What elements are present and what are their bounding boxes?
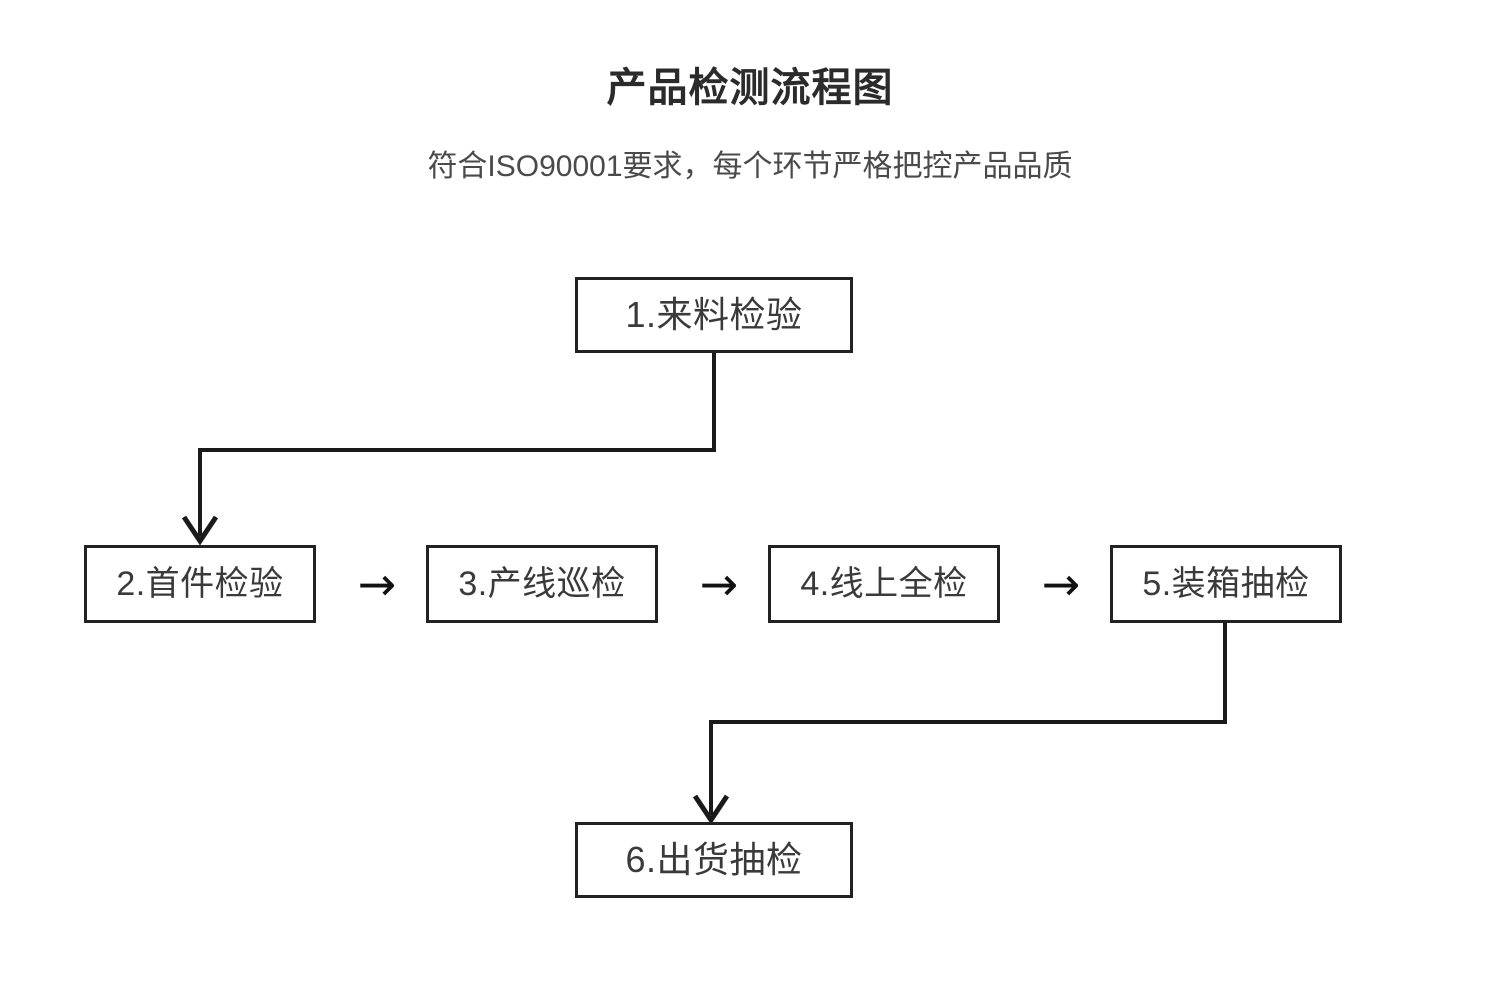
arrowhead-n5-to-n6 bbox=[692, 794, 730, 825]
connector-n5-to-n6 bbox=[709, 623, 1227, 815]
flow-node-2-first-article-inspection[interactable]: 2.首件检验 bbox=[84, 545, 316, 623]
flow-node-4-online-full-inspection[interactable]: 4.线上全检 bbox=[768, 545, 1000, 623]
right-arrow-icon-n2-n3: → bbox=[357, 557, 397, 611]
connector-n1-to-n2 bbox=[198, 353, 716, 536]
flow-node-3-line-patrol-inspection[interactable]: 3.产线巡检 bbox=[426, 545, 658, 623]
arrowhead-n1-to-n2 bbox=[181, 515, 219, 546]
flow-node-5-packing-sampling-inspection[interactable]: 5.装箱抽检 bbox=[1110, 545, 1342, 623]
page-title: 产品检测流程图 bbox=[606, 66, 894, 110]
flow-node-6-shipment-sampling-inspection[interactable]: 6.出货抽检 bbox=[575, 822, 853, 898]
page-subtitle: 符合ISO90001要求，每个环节严格把控产品品质 bbox=[427, 150, 1073, 183]
right-arrow-icon-n3-n4: → bbox=[699, 557, 739, 611]
right-arrow-icon-n4-n5: → bbox=[1041, 557, 1081, 611]
flow-node-1-incoming-inspection[interactable]: 1.来料检验 bbox=[575, 277, 853, 353]
